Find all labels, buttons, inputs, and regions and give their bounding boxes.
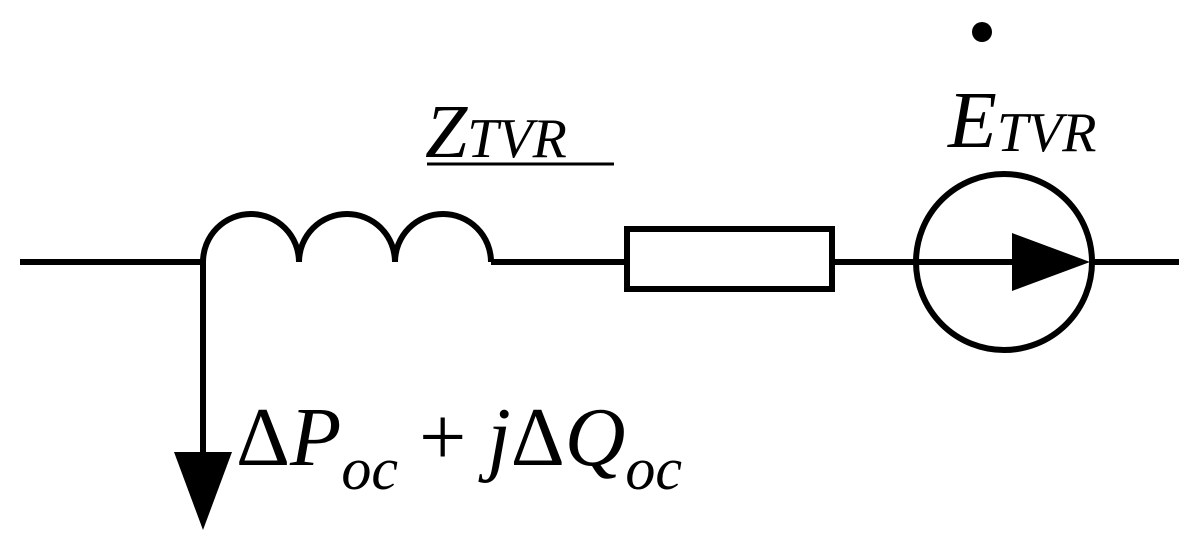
- source-label-subscript: TVR: [997, 102, 1097, 164]
- load-p: P: [289, 391, 341, 484]
- source-label: ETVR: [947, 77, 1096, 165]
- source-arrow-head: [1012, 233, 1090, 291]
- impedance-label-main: Z: [425, 90, 468, 174]
- load-q-subscript: oc: [625, 436, 682, 502]
- load-delta-1: Δ: [236, 391, 290, 484]
- branch-arrow-head: [174, 452, 232, 530]
- load-q: Q: [565, 391, 626, 484]
- phasor-dot: [972, 22, 992, 42]
- resistor: [624, 226, 835, 292]
- load-plus: +: [398, 391, 487, 484]
- impedance-label: ZTVR: [425, 90, 567, 174]
- impedance-label-subscript: TVR: [467, 108, 567, 170]
- inductor: [200, 211, 494, 263]
- source-label-main: E: [947, 77, 997, 165]
- load-label: ΔPoc + jΔQoc: [236, 391, 682, 502]
- load-p-subscript: oc: [341, 436, 398, 502]
- load-delta-2: Δ: [511, 391, 565, 484]
